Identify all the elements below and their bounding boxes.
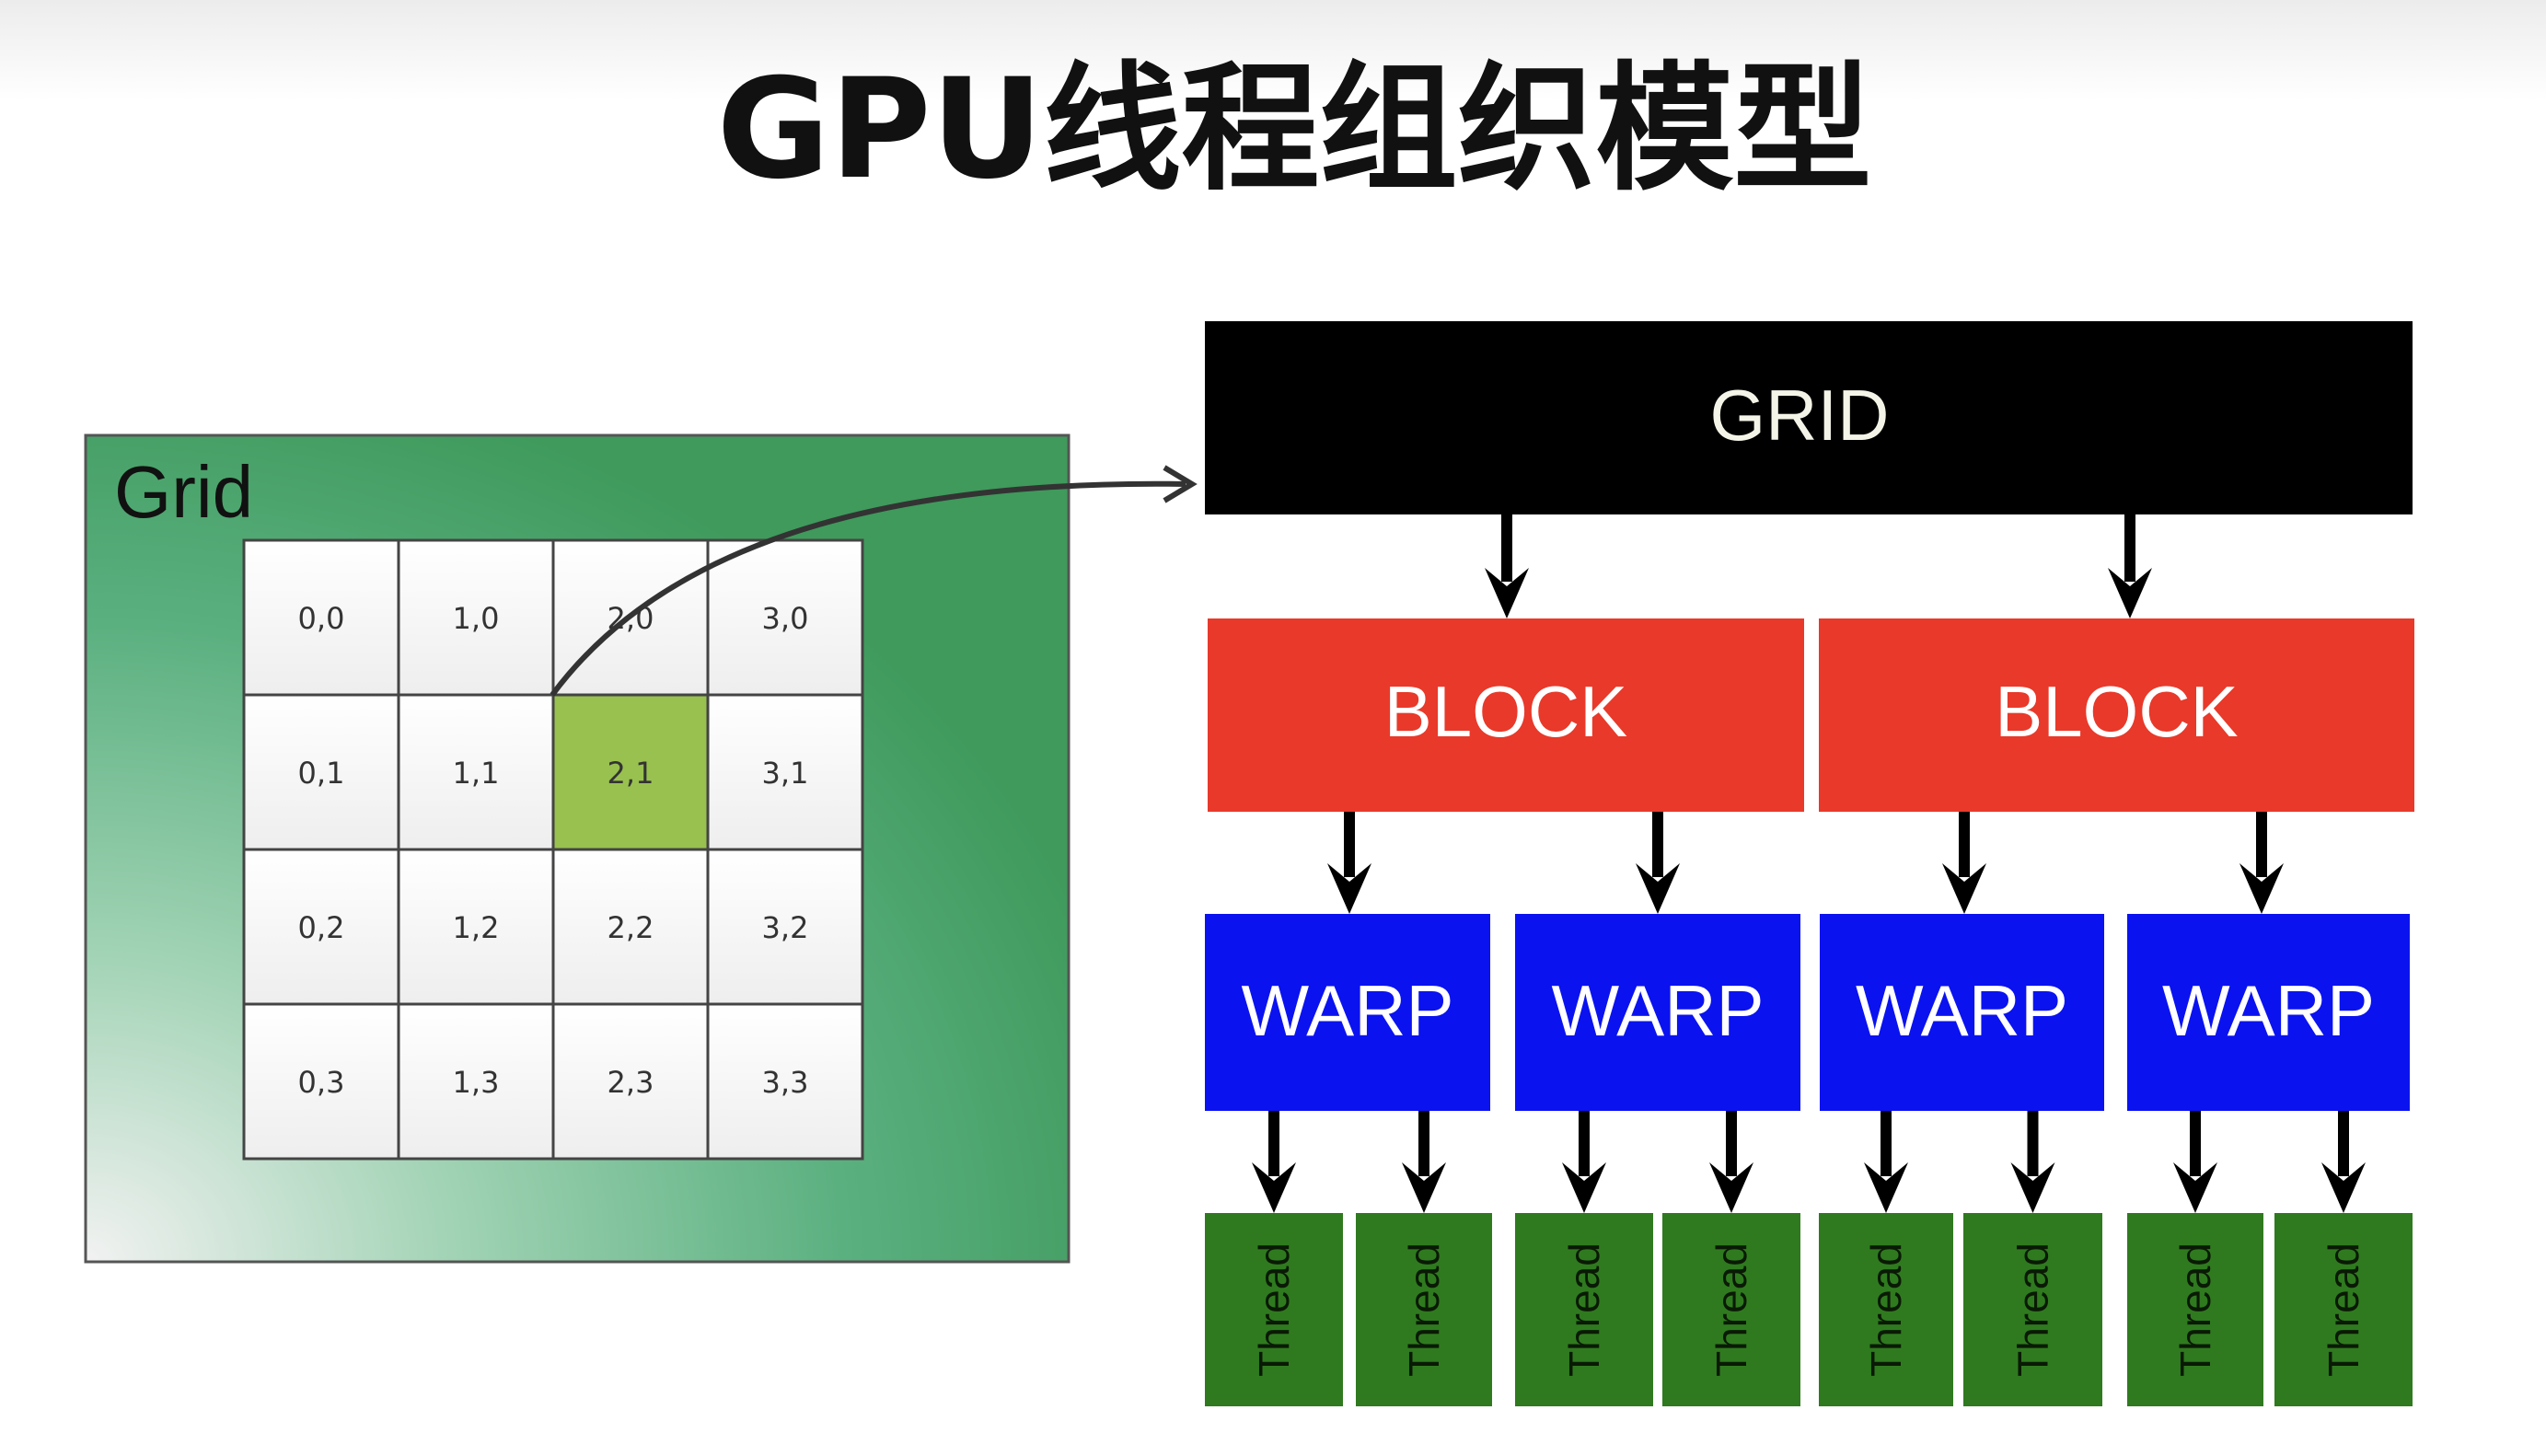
grid-box: [1205, 321, 2413, 514]
thread-label: Thread: [1250, 1242, 1298, 1377]
warp-to-thread-arrow-head: [2173, 1162, 2217, 1213]
grid-cell-label: 3,0: [762, 601, 809, 636]
grid-cell: [551, 848, 710, 1006]
grid-cell-label: 0,3: [298, 1065, 345, 1100]
grid-cell: [551, 693, 710, 851]
grid-cell-label: 2,1: [608, 756, 654, 791]
grid-cell: [242, 848, 400, 1006]
warp-to-thread-arrow-head: [2321, 1162, 2366, 1213]
warp-to-thread-arrow-head: [1252, 1162, 1296, 1213]
warp-label: WARP: [2162, 970, 2375, 1051]
grid-cell-label: 3,2: [762, 910, 809, 945]
block-box: [1819, 618, 2414, 812]
thread-box: [2127, 1213, 2263, 1406]
thread-box: [1356, 1213, 1492, 1406]
grid-to-block-arrow-head: [1485, 568, 1529, 618]
block-to-warp-arrow-head: [1636, 863, 1680, 914]
grid-cell-label: 1,3: [453, 1065, 500, 1100]
grid-label: Grid: [114, 451, 253, 533]
grid-cell-label: 3,3: [762, 1065, 809, 1100]
block-label: BLOCK: [1995, 671, 2238, 752]
grid-cell: [551, 1002, 710, 1161]
warp-label: WARP: [1241, 970, 1453, 1051]
thread-label: Thread: [2320, 1242, 2367, 1377]
warp-to-thread-arrow-head: [1402, 1162, 1446, 1213]
grid-cell: [706, 1002, 864, 1161]
grid-cell: [706, 693, 864, 851]
block-to-warp-arrow-head: [2239, 863, 2284, 914]
warp-label: WARP: [1856, 970, 2068, 1051]
warp-box: [1820, 914, 2104, 1111]
grid-cell-label: 1,0: [453, 601, 500, 636]
grid-cell: [706, 848, 864, 1006]
block-to-warp-arrow-head: [1327, 863, 1371, 914]
warp-to-thread-arrow-head: [1562, 1162, 1606, 1213]
grid-cell-label: 3,1: [762, 756, 809, 791]
warp-to-thread-arrow-head: [1864, 1162, 1908, 1213]
grid-cell: [242, 538, 400, 697]
grid-cell-label: 1,2: [453, 910, 500, 945]
thread-label: Thread: [1400, 1242, 1448, 1377]
thread-box: [1205, 1213, 1343, 1406]
thread-box: [1515, 1213, 1653, 1406]
grid-cell-label: 2,3: [608, 1065, 654, 1100]
grid-cell: [397, 1002, 555, 1161]
grid-cell: [242, 1002, 400, 1161]
warp-box: [1205, 914, 1490, 1111]
grid-cell-label: 2,2: [608, 910, 654, 945]
connector-arrowhead: [1163, 465, 1198, 503]
grid-cell-label: 0,2: [298, 910, 345, 945]
thread-box: [1819, 1213, 1953, 1406]
thread-box: [1963, 1213, 2102, 1406]
grid-cell-label: 1,1: [453, 756, 500, 791]
block-to-warp-arrow-head: [1942, 863, 1986, 914]
warp-box: [2127, 914, 2410, 1111]
warp-to-thread-arrow-head: [2010, 1162, 2055, 1213]
thread-label: Thread: [2009, 1242, 2057, 1377]
grid-to-block-arrow-head: [2108, 568, 2152, 618]
connector-arrow: [550, 480, 1186, 697]
thread-label: Thread: [2171, 1242, 2219, 1377]
thread-label: Thread: [1707, 1242, 1755, 1377]
thread-box: [2274, 1213, 2413, 1406]
grid-cell: [397, 538, 555, 697]
grid-cell-label: 0,1: [298, 756, 345, 791]
warp-label: WARP: [1551, 970, 1764, 1051]
thread-label: Thread: [1560, 1242, 1608, 1377]
page-title: GPU线程组织模型: [717, 50, 1872, 210]
hierarchy-diagram: GRID BLOCK BLOCK WARP WARP WARP WARP Thread Thre…: [1205, 321, 2414, 1406]
warp-box: [1515, 914, 1800, 1111]
thread-label: Thread: [1862, 1242, 1910, 1377]
thread-box: [1662, 1213, 1800, 1406]
block-label: BLOCK: [1384, 671, 1627, 752]
grid-box-label: GRID: [1710, 375, 1890, 456]
grid-cell-label: 0,0: [298, 601, 345, 636]
warp-to-thread-arrow-head: [1709, 1162, 1753, 1213]
block-box: [1208, 618, 1804, 812]
